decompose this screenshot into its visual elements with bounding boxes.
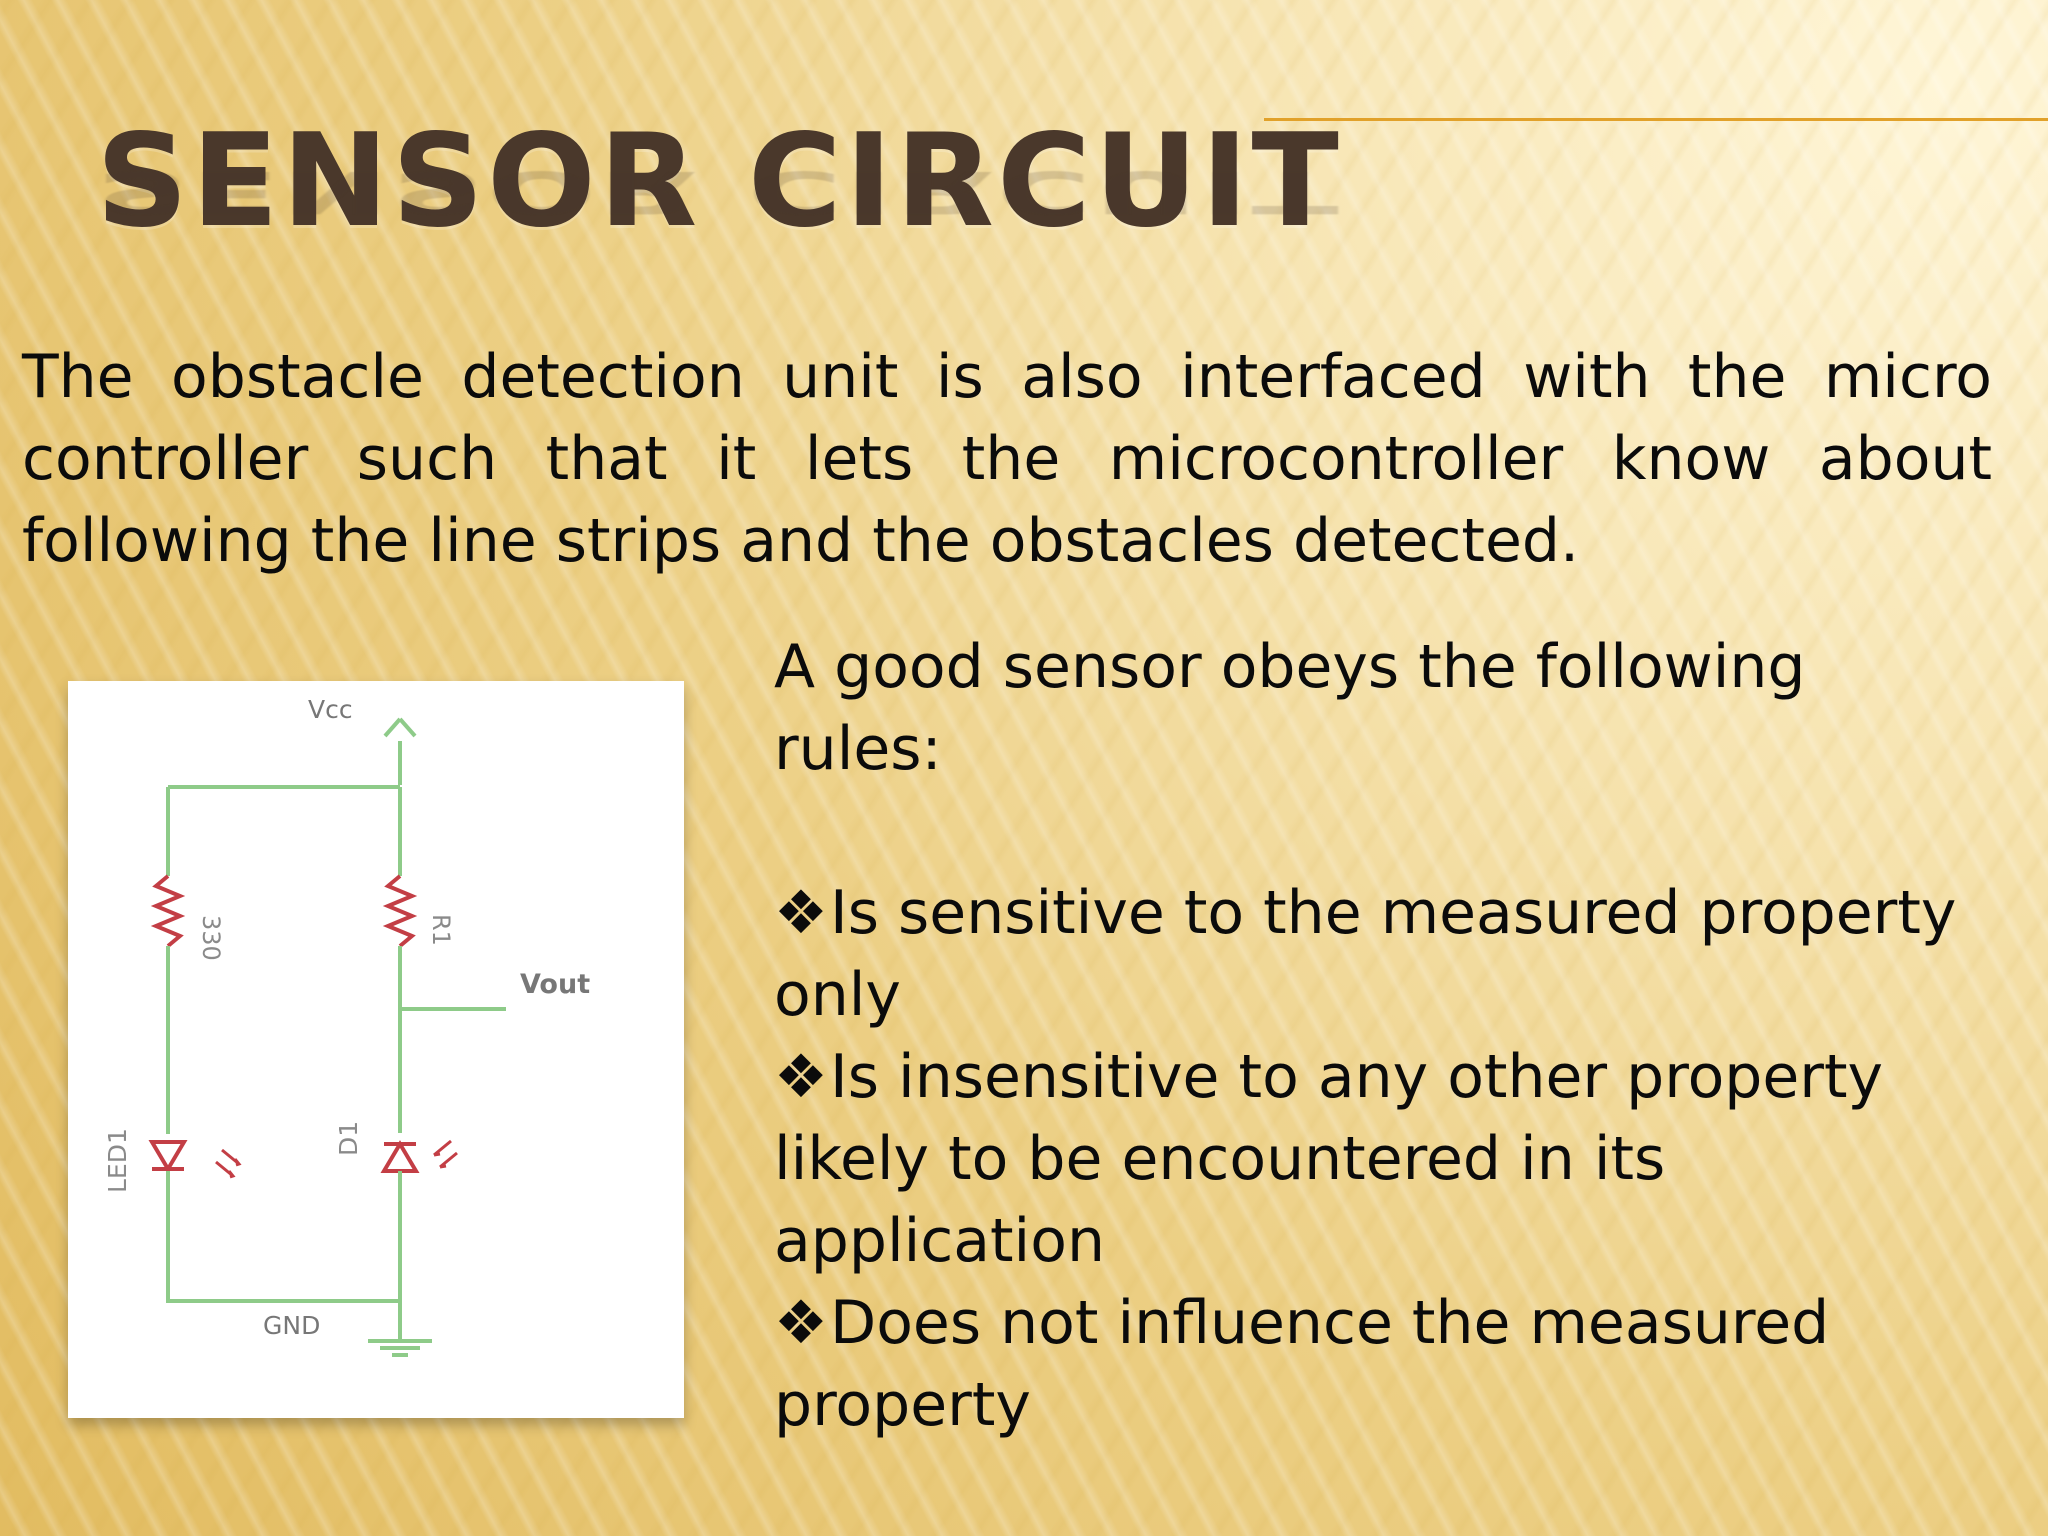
- page-title: SENSOR CIRCUIT: [96, 107, 1342, 256]
- title-accent-line: [1264, 118, 2048, 121]
- diamond-bullet-icon: ❖: [774, 1288, 828, 1358]
- led-emission-arrows-icon: [215, 1148, 242, 1179]
- diode-label: D1: [334, 1121, 363, 1156]
- resistor-r1-label: R1: [427, 914, 455, 946]
- rule-item: ❖Is insensitive to any other property li…: [774, 1036, 1974, 1282]
- left-bottom-wire: [166, 1171, 400, 1303]
- diamond-bullet-icon: ❖: [774, 1042, 828, 1112]
- gnd-label: GND: [263, 1311, 320, 1340]
- led-icon: [148, 1140, 188, 1173]
- intro-paragraph: The obstacle detection unit is also inte…: [22, 342, 1992, 576]
- rule-item: ❖Is sensitive to the measured property o…: [774, 872, 1974, 1036]
- photodiode-light-arrows-icon: [433, 1139, 458, 1169]
- diamond-bullet-icon: ❖: [774, 878, 828, 948]
- rule-item: ❖Does not influence the measured propert…: [774, 1282, 1974, 1446]
- circuit-svg: Vcc 330 R1 Vout LED1 D1 GND: [103, 695, 590, 1357]
- right-resistor-icon: [382, 874, 418, 948]
- resistor-330-label: 330: [197, 915, 225, 961]
- ground-icon: [368, 1339, 432, 1357]
- vcc-label: Vcc: [308, 695, 353, 724]
- rule-text: Is sensitive to the measured property on…: [774, 878, 1957, 1030]
- rules-list: ❖Is sensitive to the measured property o…: [774, 872, 1974, 1446]
- rules-spacer: [774, 790, 1974, 872]
- rules-section: A good sensor obeys the following rules:…: [774, 626, 1974, 1446]
- rules-intro: A good sensor obeys the following rules:: [774, 632, 1806, 784]
- title-area: SENSOR CIRCUIT SENSOR CIRCUIT: [96, 118, 2048, 278]
- led-label: LED1: [103, 1128, 132, 1193]
- vout-label: Vout: [520, 969, 590, 1000]
- rule-text: Is insensitive to any other property lik…: [774, 1042, 1883, 1276]
- left-resistor-icon: [150, 874, 186, 948]
- photodiode-icon: [380, 1140, 420, 1173]
- rule-text: Does not influence the measured property: [774, 1288, 1830, 1440]
- sensor-circuit-diagram: Vcc 330 R1 Vout LED1 D1 GND: [68, 681, 684, 1418]
- vcc-arrow-icon: [383, 717, 417, 785]
